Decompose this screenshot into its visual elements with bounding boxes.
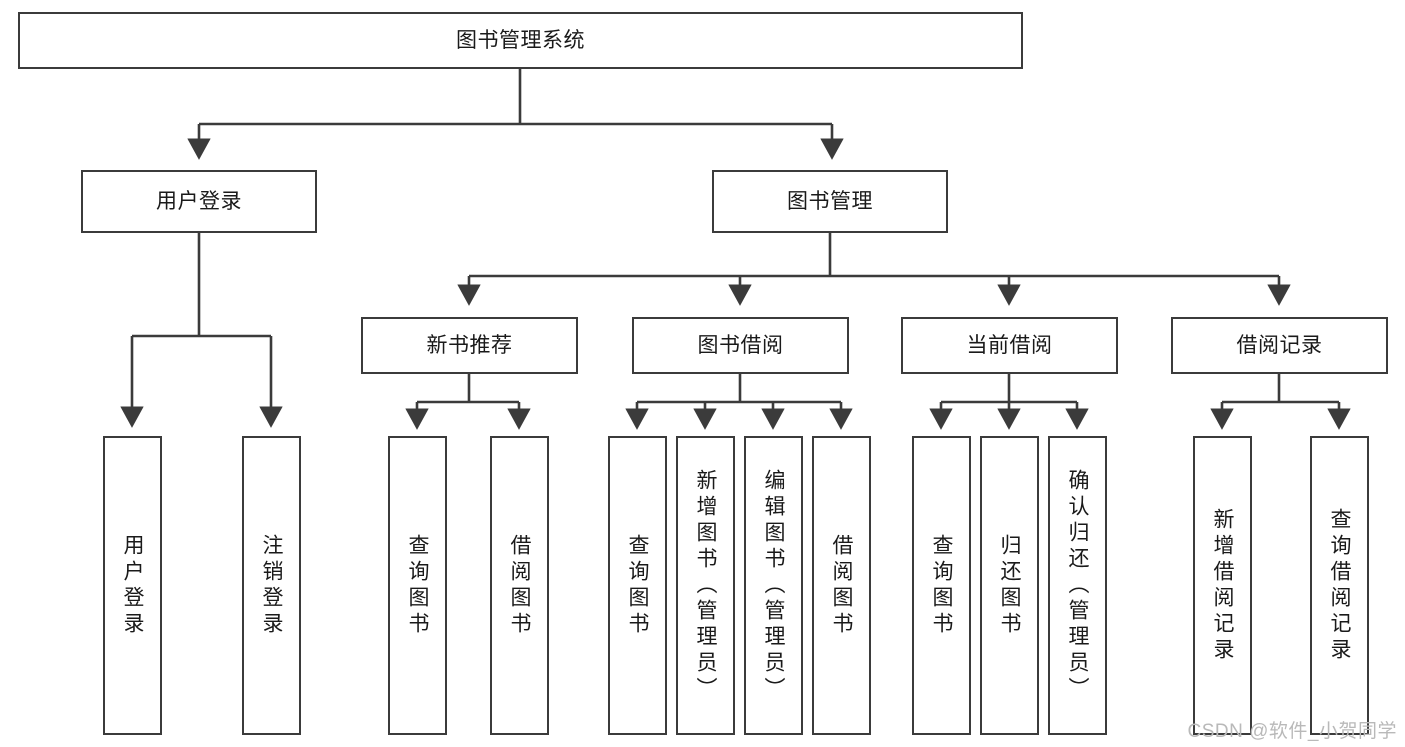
node-book-borrow[interactable]: 图书借阅: [632, 317, 849, 374]
node-user-login[interactable]: 用户登录: [81, 170, 317, 233]
csdn-watermark: CSDN @软件_小贺同学: [1187, 721, 1397, 742]
node-leaf-query-book-1[interactable]: 查询图书: [388, 436, 447, 735]
node-borrow-record[interactable]: 借阅记录: [1171, 317, 1388, 374]
node-leaf-query-record[interactable]: 查询借阅记录: [1310, 436, 1369, 735]
node-borrow-record-label: 借阅记录: [1236, 333, 1323, 357]
node-leaf-confirm-return[interactable]: 确认归还（管理员）: [1048, 436, 1107, 735]
node-leaf-query-book-1-label: 查询图书: [406, 533, 430, 638]
node-leaf-return-book[interactable]: 归还图书: [980, 436, 1039, 735]
node-new-book-recommend-label: 新书推荐: [426, 333, 513, 357]
node-leaf-borrow-book-2[interactable]: 借阅图书: [812, 436, 871, 735]
node-current-borrow[interactable]: 当前借阅: [901, 317, 1118, 374]
node-leaf-add-record-label: 新增借阅记录: [1211, 507, 1235, 664]
node-book-management-label: 图书管理: [787, 189, 873, 213]
node-root[interactable]: 图书管理系统: [18, 12, 1023, 69]
node-leaf-query-book-2[interactable]: 查询图书: [608, 436, 667, 735]
node-leaf-query-book-3-label: 查询图书: [930, 533, 954, 638]
node-current-borrow-label: 当前借阅: [966, 333, 1053, 357]
node-leaf-query-record-label: 查询借阅记录: [1328, 507, 1352, 664]
node-leaf-user-login[interactable]: 用户登录: [103, 436, 162, 735]
node-book-management[interactable]: 图书管理: [712, 170, 948, 233]
node-root-label: 图书管理系统: [456, 28, 585, 52]
node-leaf-return-book-label: 归还图书: [998, 533, 1022, 638]
node-leaf-borrow-book-2-label: 借阅图书: [830, 533, 854, 638]
node-leaf-user-login-label: 用户登录: [121, 533, 145, 638]
node-leaf-query-book-3[interactable]: 查询图书: [912, 436, 971, 735]
node-leaf-borrow-book-1[interactable]: 借阅图书: [490, 436, 549, 735]
node-book-borrow-label: 图书借阅: [697, 333, 784, 357]
node-leaf-add-record[interactable]: 新增借阅记录: [1193, 436, 1252, 735]
node-leaf-confirm-return-label: 确认归还（管理员）: [1066, 468, 1090, 703]
node-leaf-query-book-2-label: 查询图书: [626, 533, 650, 638]
node-leaf-edit-book[interactable]: 编辑图书（管理员）: [744, 436, 803, 735]
node-leaf-edit-book-label: 编辑图书（管理员）: [762, 468, 786, 703]
node-new-book-recommend[interactable]: 新书推荐: [361, 317, 578, 374]
node-user-login-label: 用户登录: [156, 189, 242, 213]
node-leaf-add-book[interactable]: 新增图书（管理员）: [676, 436, 735, 735]
node-leaf-borrow-book-1-label: 借阅图书: [508, 533, 532, 638]
node-leaf-logout-login-label: 注销登录: [260, 533, 284, 638]
node-leaf-logout-login[interactable]: 注销登录: [242, 436, 301, 735]
node-leaf-add-book-label: 新增图书（管理员）: [694, 468, 718, 703]
